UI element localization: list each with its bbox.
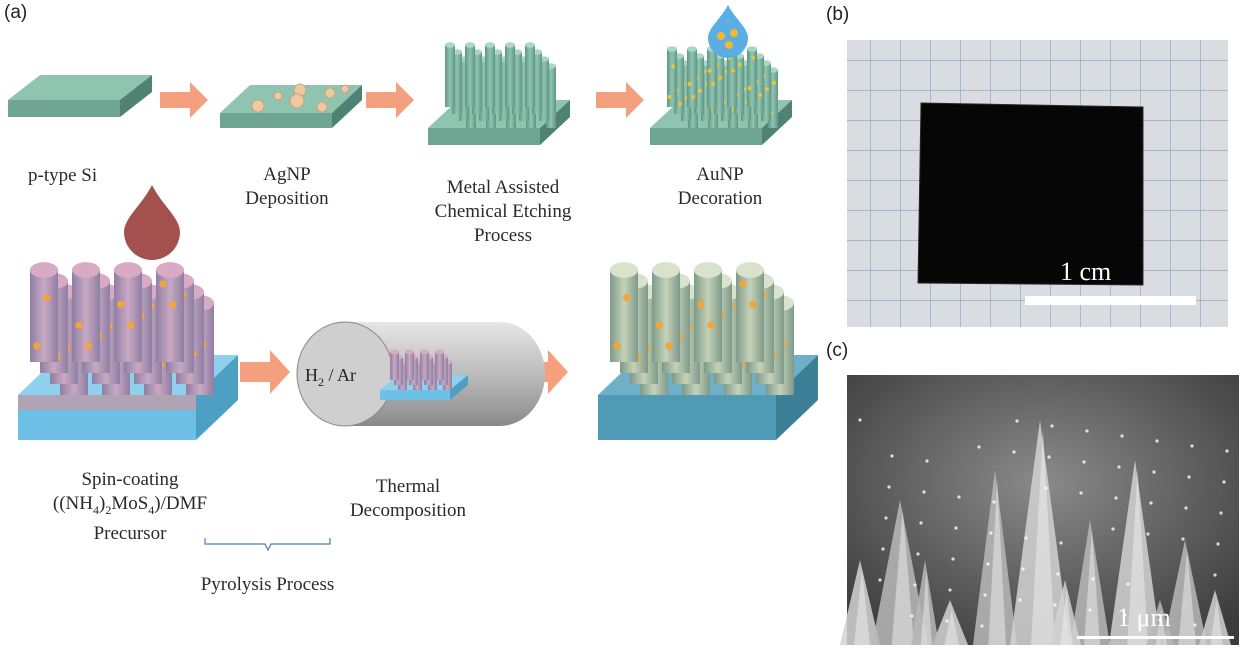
si-wafer [8,75,152,117]
sem-scale-bar [1077,636,1234,639]
panel-label-c: (c) [826,340,849,361]
arrow-1 [160,82,208,118]
pyrolysis-bracket [204,538,331,552]
furnace-sample [380,349,468,400]
aunp-nanowire-array [650,46,792,145]
photo-scale-label: 1 cm [1060,257,1111,286]
furnace-gas-label: H2 / Ar [305,365,356,389]
panel-label-b: (b) [826,4,850,25]
mos2-coated-array [598,262,818,440]
au-droplet-icon [708,5,748,58]
caption-p-type-si: p-type Si [28,165,98,186]
arrow-4 [240,350,290,394]
si-nanowire-array [428,42,570,145]
arrow-2 [366,82,414,118]
arrow-3 [596,82,644,118]
caption-spin-coating: Spin-coating ((NH4)2MoS4)/DMF Precursor [52,469,208,544]
caption-pyrolysis: Pyrolysis Process [200,574,335,595]
sem-image [840,375,1239,645]
precursor-coated-array [18,262,238,440]
sample-photo [847,40,1228,327]
sem-scale-label: 1 μm [1117,603,1171,632]
panel-label-a: (a) [4,2,28,23]
photo-scale-bar [1025,296,1196,305]
agnp-wafer [220,83,362,128]
precursor-droplet-icon [124,185,180,260]
